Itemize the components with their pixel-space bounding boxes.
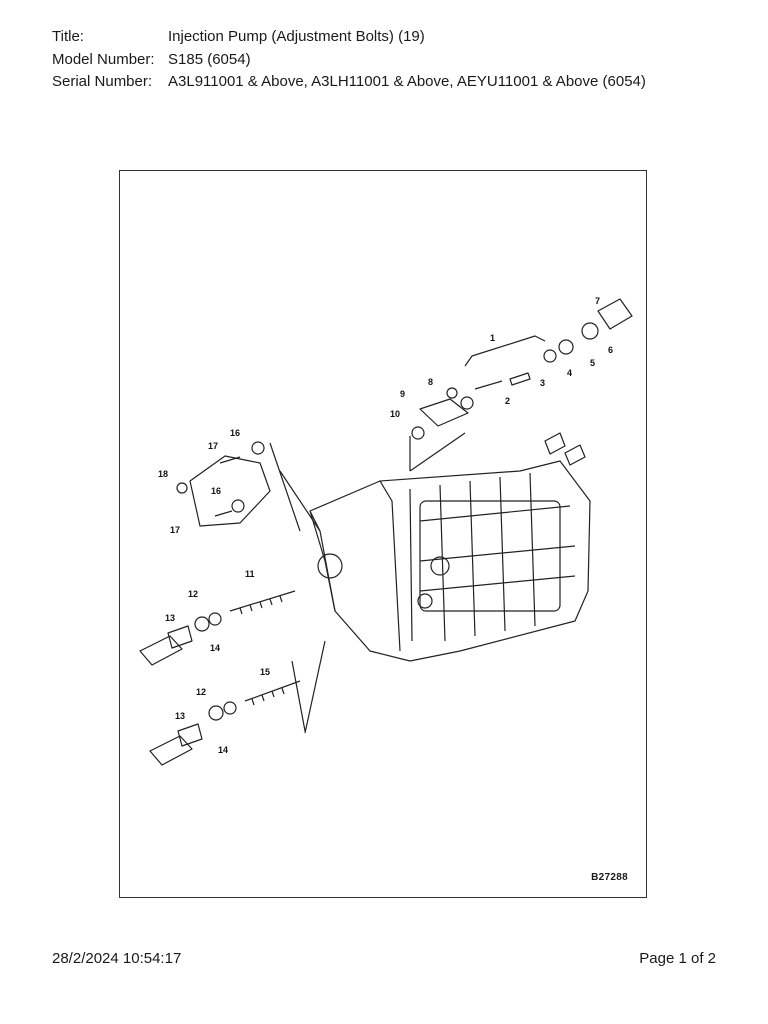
housing-front-face [309, 480, 401, 652]
model-value: S185 (6054) [168, 50, 251, 68]
title-label: Title: [52, 28, 84, 45]
drawing-id: B27288 [591, 872, 628, 883]
callout-9: 9 [400, 389, 405, 399]
document-header: Title: Injection Pump (Adjustment Bolts)… [52, 26, 646, 94]
callout-2: 2 [505, 396, 510, 406]
callout-17-top: 17 [208, 441, 218, 451]
callout-14a: 14 [210, 643, 220, 653]
leader-lines [269, 432, 466, 734]
bolt-head-16-top [251, 441, 265, 455]
callout-7: 7 [595, 296, 600, 306]
callout-labels: 1 2 3 4 5 6 7 8 9 10 11 12 13 14 15 12 1… [158, 296, 613, 755]
callout-10: 10 [390, 409, 400, 419]
cap-part-7 [597, 298, 633, 330]
callout-13b: 13 [175, 711, 185, 721]
stud-part-2 [474, 380, 503, 390]
title-row: Title: Injection Pump (Adjustment Bolts)… [52, 26, 646, 49]
footer-timestamp: 28/2/2024 10:54:17 [52, 950, 182, 967]
nut-part-4 [543, 349, 557, 363]
parts-diagram: 1 2 3 4 5 6 7 8 9 10 11 12 13 14 15 12 1… [119, 170, 647, 898]
sleeve-part-13b [177, 723, 203, 747]
washer-part-12b [223, 701, 237, 715]
housing-window [419, 500, 561, 612]
callout-17-low: 17 [170, 525, 180, 535]
sleeve-part-13a [167, 625, 193, 649]
housing-ribs [409, 472, 576, 642]
o-ring-part-10 [411, 426, 425, 440]
cover-plate [189, 455, 271, 527]
washer-part-5-mid [460, 396, 474, 410]
model-row: Model Number: S185 (6054) [52, 49, 646, 72]
footer-page-number: Page 1 of 2 [639, 950, 716, 967]
serial-value: A3L911001 & Above, A3LH11001 & Above, AE… [168, 73, 646, 90]
callout-18: 18 [158, 469, 168, 479]
serial-row: Serial Number: A3L911001 & Above, A3LH11… [52, 71, 646, 94]
housing-port-c [417, 593, 433, 609]
bolt-part-11-threads [239, 595, 283, 615]
washer-part-5-top [558, 339, 574, 355]
cap-part-13b [149, 735, 193, 766]
cap-part-13a [139, 635, 183, 666]
callout-8: 8 [428, 377, 433, 387]
housing-port-b [430, 556, 450, 576]
nut-part-8 [446, 387, 458, 399]
callout-1: 1 [490, 333, 495, 343]
housing-port-a [317, 553, 343, 579]
callout-11: 11 [245, 569, 255, 579]
exploded-view-drawing: 1 2 3 4 5 6 7 8 9 10 11 12 13 14 15 12 1… [139, 296, 633, 766]
washer-part-12a [208, 612, 222, 626]
pump-housing [309, 460, 591, 662]
title-value: Injection Pump (Adjustment Bolts) (19) [168, 28, 425, 45]
callout-13a: 13 [165, 613, 175, 623]
nut-part-14b [208, 705, 224, 721]
flange-part-9 [419, 398, 469, 427]
nut-part-14a [194, 616, 210, 632]
serial-label: Serial Number: [52, 73, 153, 90]
bolt-head-16-low [231, 499, 245, 513]
callout-4: 4 [567, 368, 572, 378]
plug-part-18 [176, 482, 188, 494]
callout-6: 6 [608, 345, 613, 355]
callout-12a: 12 [188, 589, 198, 599]
callout-16-top: 16 [230, 428, 240, 438]
callout-16-low: 16 [211, 486, 221, 496]
bolt-part-15-threads [251, 687, 285, 706]
nut-part-6 [581, 322, 599, 340]
stud-part-3 [509, 372, 531, 386]
callout-15: 15 [260, 667, 270, 677]
top-studs [544, 432, 586, 466]
bolt-17-top [214, 456, 241, 517]
bolt-part-11 [229, 590, 296, 612]
callout-1-bracket [464, 335, 546, 367]
callout-12b: 12 [196, 687, 206, 697]
callout-3: 3 [540, 378, 545, 388]
model-label: Model Number: [52, 50, 155, 68]
callout-14b: 14 [218, 745, 228, 755]
callout-5-top: 5 [590, 358, 595, 368]
